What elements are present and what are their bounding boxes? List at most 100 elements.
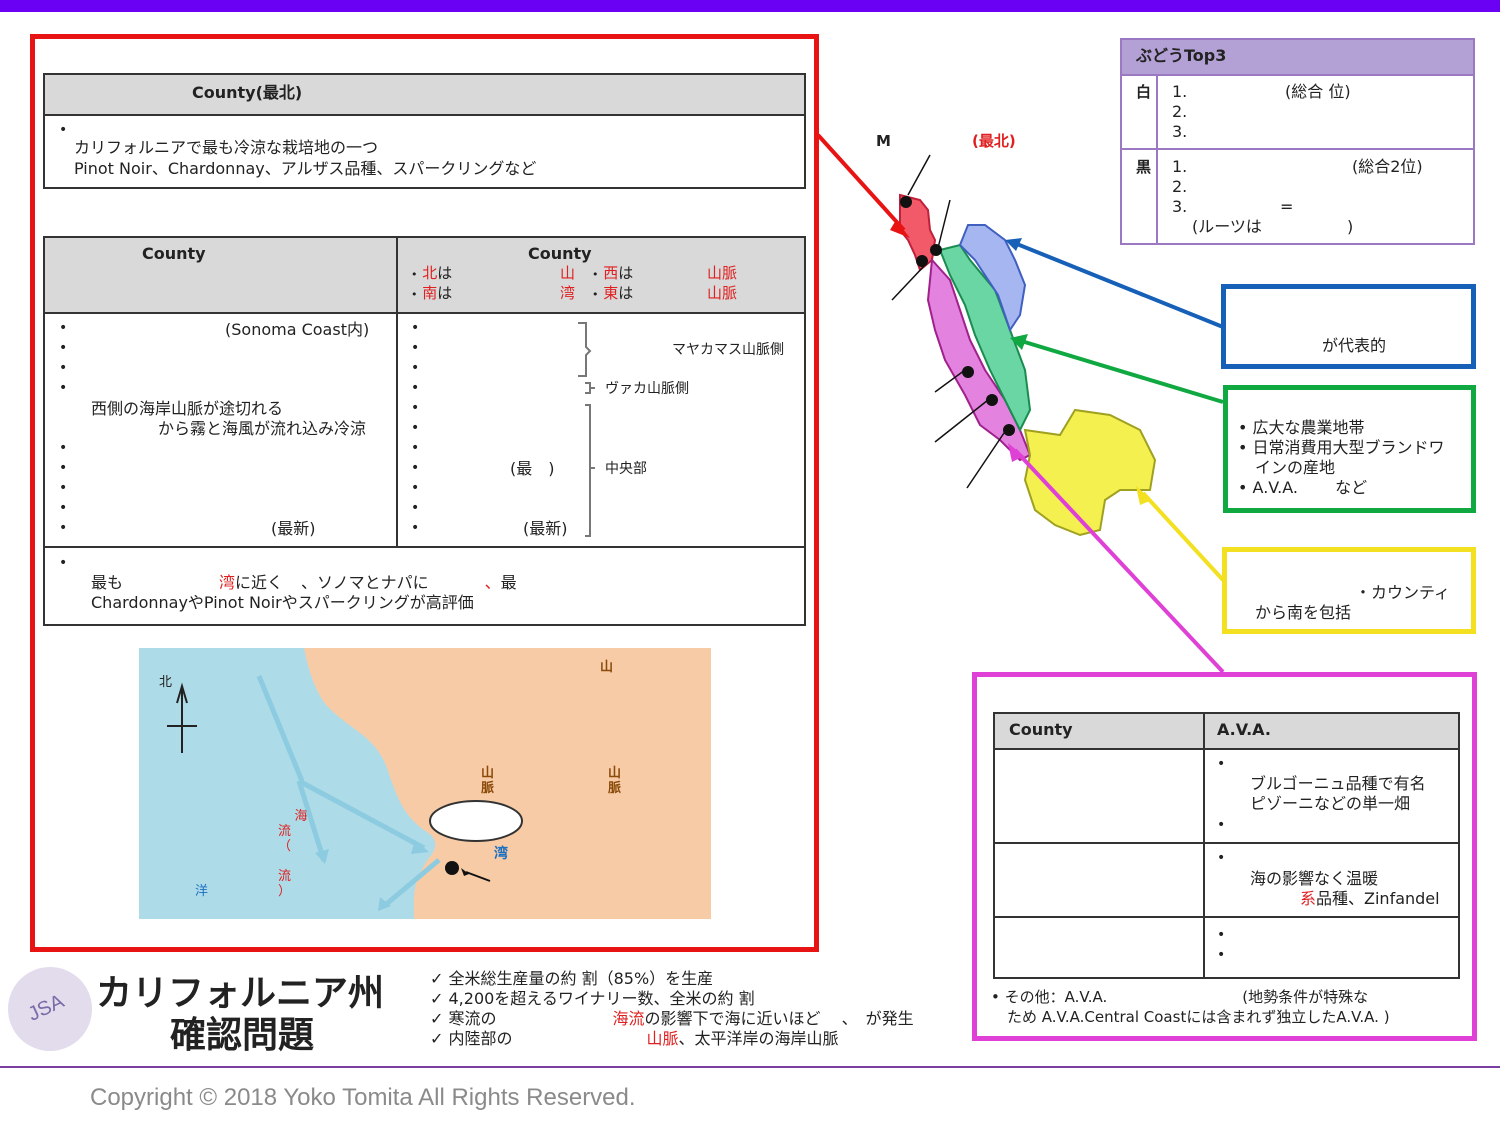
left-bullet-8: •	[59, 500, 68, 516]
ava-bullet-4: •	[1217, 927, 1226, 943]
footer-title-2: 確認問題	[170, 1015, 315, 1056]
pink-note-1: • その他：A.V.A. (地勢条件が特殊な	[991, 988, 1369, 1006]
check-4: ✓ 内陸部の山脈、太平洋岸の海岸山脈	[430, 1029, 839, 1048]
left-bullet-4: •	[59, 380, 68, 396]
north-desc-1: カリフォルニアで最も冷涼な栽培地の一つ	[74, 138, 379, 157]
top3-white-1-note: (総合 位)	[1285, 82, 1351, 101]
top3-white-3: 3.	[1172, 122, 1188, 141]
pink-region-box: County A.V.A. • ブルゴーニュ品種で有名 ピゾーニなどの単一畑 •…	[972, 672, 1477, 1041]
bottom-line-1: 最も湾に近く、ソノマとナパに、最	[91, 573, 517, 592]
gap-line-2: から霧と海風が流れ込み冷涼	[158, 419, 367, 438]
left-bullet-7: •	[59, 480, 68, 496]
county-compare-header	[45, 238, 804, 314]
top3-red-2: 2.	[1172, 177, 1188, 196]
bottom-line-2: ChardonnayやPinot Noirやスパークリングが高評価	[91, 593, 474, 612]
map-north-red-label: (最北)	[972, 132, 1016, 150]
yellow-line-2: から南を包括	[1255, 603, 1352, 622]
check-1: ✓ 全米総生産量の約 割（85%）を生産	[430, 969, 714, 988]
top3-box: ぶどうTop3 白 1. (総合 位) 2. 3. 黒 1. (総合2位) 2.…	[1120, 38, 1475, 245]
right-most: (最 )	[510, 459, 555, 478]
yellow-line-1: ・カウンティ	[1355, 583, 1451, 602]
right-newest: (最新)	[523, 519, 568, 538]
map-current-label: 海 流 （ 流 ）	[278, 809, 308, 899]
check-3: ✓ 寒流の海流の影響下で海に近いほど 、 が発生	[430, 1009, 914, 1028]
right-bullet-6: •	[411, 420, 420, 436]
check-2: ✓ 4,200を超えるワイナリー数、全米の約 割	[430, 989, 755, 1008]
jsa-logo-text: JSA	[24, 990, 68, 1026]
north-county-table: County(最北) • カリフォルニアで最も冷涼な栽培地の一つ Pinot N…	[43, 73, 806, 189]
green-item-3: インの産地	[1255, 458, 1336, 477]
top3-red-3: 3.	[1172, 197, 1188, 216]
top3-header	[1122, 40, 1473, 76]
map-mountain-b: 山 脈	[608, 766, 622, 796]
left-bullet-3: •	[59, 360, 68, 376]
left-bullet-5: •	[59, 440, 68, 456]
map-mountain-top: 山	[600, 660, 614, 675]
sub-header-r2d: 山脈	[707, 284, 738, 302]
right-bullet-4: •	[411, 380, 420, 396]
left-county-header: County	[142, 244, 206, 263]
map-bay-label: 湾	[494, 846, 508, 862]
left-bullet-1: •	[59, 320, 68, 336]
footer-title-1: カリフォルニア州	[96, 973, 385, 1014]
bottom-bullet: •	[59, 555, 68, 571]
map-ocean-label: 洋	[195, 884, 209, 899]
ava-row-divider-1	[995, 842, 1458, 844]
sonoma-coast-note: (Sonoma Coast内)	[225, 320, 370, 339]
blue-region-box: が代表的	[1221, 284, 1476, 369]
north-desc-2: Pinot Noir、Chardonnay、アルザス品種、スパークリングなど	[74, 159, 537, 178]
left-newest: (最新)	[271, 519, 316, 538]
north-coast-panel	[30, 34, 819, 952]
ava-row1-line1: ブルゴーニュ品種で有名	[1250, 774, 1426, 793]
sub-header-r2c: • 東は	[592, 284, 634, 302]
top3-red-1: 1.	[1172, 157, 1188, 176]
right-bullet-5: •	[411, 400, 420, 416]
county-compare-table: County County • 北は 山 • 西は 山脈 • 南は 湾 • 東は…	[43, 236, 806, 626]
pink-note-2: ため A.V.A.Central Coastには含まれず独立したA.V.A. )	[1007, 1008, 1390, 1026]
right-bullet-3: •	[411, 360, 420, 376]
top3-row-divider	[1122, 148, 1473, 150]
jsa-logo: JSA	[8, 967, 92, 1051]
ava-col1-header: County	[1009, 720, 1073, 739]
county-col-divider	[396, 238, 398, 548]
north-county-header	[45, 75, 804, 116]
north-bullet: •	[59, 122, 68, 138]
ava-row1-line2: ピゾーニなどの単一畑	[1250, 794, 1411, 813]
right-bullet-2: •	[411, 340, 420, 356]
ava-bullet-1: •	[1217, 756, 1226, 772]
ava-row-divider-2	[995, 916, 1458, 918]
green-item-4: • A.V.A. など	[1238, 478, 1368, 497]
ava-bullet-3: •	[1217, 850, 1226, 866]
land-shape	[167, 648, 711, 919]
sub-header-row1: • 北は	[411, 264, 453, 282]
right-county-header: County	[528, 244, 592, 263]
top3-white-label: 白	[1136, 83, 1152, 101]
map-m-label: M	[876, 132, 891, 150]
ava-row2-line1: 海の影響なく温暖	[1250, 869, 1379, 888]
map-mountain-a: 山 脈	[481, 766, 495, 796]
map-north-label: 北	[159, 675, 173, 690]
top3-white-2: 2.	[1172, 102, 1188, 121]
top3-red-label: 黒	[1136, 158, 1152, 176]
copyright: Copyright © 2018 Yoko Tomita All Rights …	[90, 1084, 636, 1111]
ava-table-header	[995, 714, 1458, 750]
left-bullet-6: •	[59, 460, 68, 476]
right-bullet-9: •	[411, 480, 420, 496]
mini-map: 北 山 山 脈 山 脈 海 流 （ 流 ） 湾 洋	[139, 648, 711, 919]
right-bullet-1: •	[411, 320, 420, 336]
county-row-divider	[45, 546, 804, 548]
footer-divider	[0, 1066, 1500, 1068]
top-bar	[0, 0, 1500, 12]
ava-col-divider	[1203, 714, 1205, 977]
ava-table: County A.V.A. • ブルゴーニュ品種で有名 ピゾーニなどの単一畑 •…	[993, 712, 1460, 979]
blue-box-text: が代表的	[1322, 336, 1387, 355]
right-bullet-10: •	[411, 500, 420, 516]
mayacamas-label: マヤカマス山脈側	[672, 342, 784, 358]
sub-header-row2: • 南は	[411, 284, 453, 302]
right-bullet-8: •	[411, 460, 420, 476]
ava-bullet-5: •	[1217, 947, 1226, 963]
california-map	[891, 154, 1157, 537]
north-county-title: County(最北)	[192, 83, 303, 102]
left-bullet-9: •	[59, 520, 68, 536]
sub-header-r1d: 山脈	[707, 264, 738, 282]
